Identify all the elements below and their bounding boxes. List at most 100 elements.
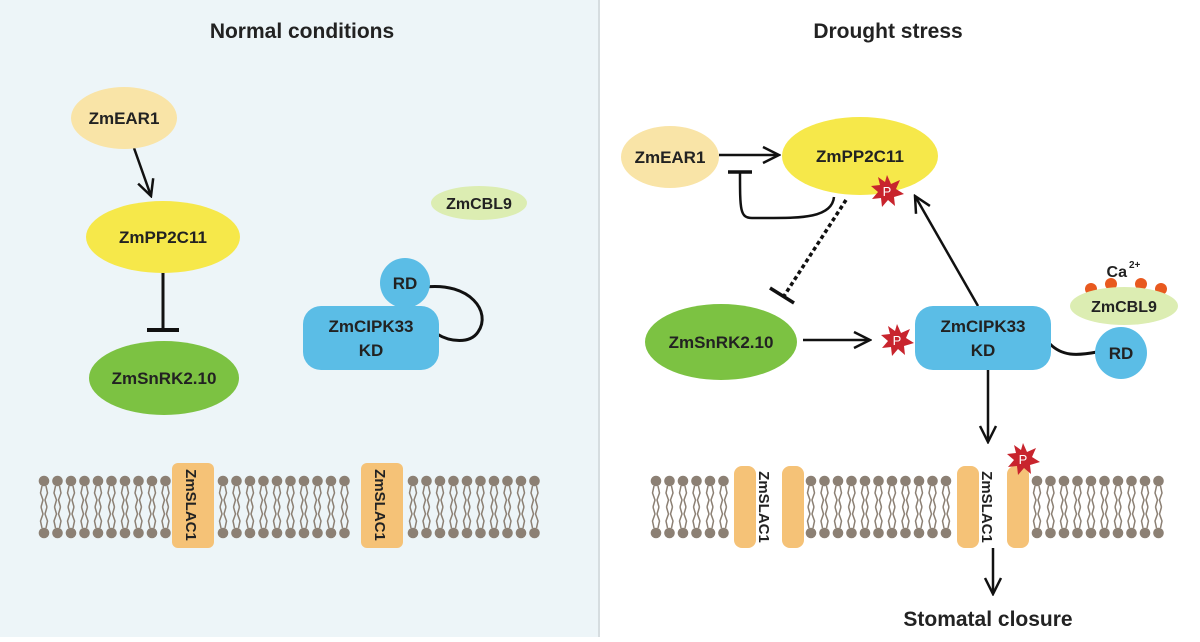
- resting-slac1-right-half: [782, 466, 804, 548]
- right-zmcbl9-shape: [1070, 287, 1178, 325]
- left-cipk-kd-label: KD: [359, 341, 384, 360]
- calcium-charge-label: 2+: [1129, 260, 1141, 271]
- left-zmcbl9-node: ZmCBL9: [431, 186, 527, 220]
- cipk-phospho-label: P: [893, 333, 902, 348]
- slac1-phospho-label: P: [1019, 452, 1028, 467]
- left-cipk-name-label: ZmCIPK33: [328, 317, 413, 336]
- right-zmpp2c11-node: ZmPP2C11 P: [782, 117, 938, 207]
- lipid-molecule: [649, 474, 663, 540]
- calcium-ion: [1105, 278, 1117, 290]
- calcium-ion: [1135, 278, 1147, 290]
- right-zmpp2c11-shape: [782, 117, 938, 195]
- right-zmsnrk-node: ZmSnRK2.10: [645, 304, 797, 380]
- left-cipk-rd-label: RD: [393, 274, 418, 293]
- lipid-molecule: [1152, 474, 1165, 540]
- right-cipk-name-label: ZmCIPK33: [940, 317, 1025, 336]
- right-slac1-channel-resting: ZmSLAC1: [734, 466, 804, 548]
- right-zmpp2c11-label: ZmPP2C11: [816, 147, 904, 166]
- left-panel: Normal conditions ZmEAR1 ZmPP2C11 ZmSnRK…: [0, 0, 598, 637]
- pp2c11-phospho-mark: P: [871, 175, 904, 207]
- lipid-molecule: [939, 474, 953, 540]
- lipid-molecule: [1044, 474, 1057, 540]
- lipid-molecule: [690, 474, 703, 540]
- left-slac1-channel-a: [172, 463, 214, 548]
- left-zmsnrk-node: ZmSnRK2.10: [89, 341, 239, 415]
- right-panel: Drought stress ZmEAR1 ZmPP2C11 P ZmSnR: [621, 20, 1178, 631]
- cipk-to-pp2c11-arrow: [915, 196, 980, 307]
- left-zmpp2c11-shape: [86, 201, 240, 273]
- right-zmear1-label: ZmEAR1: [635, 148, 706, 167]
- left-zmsnrk-shape: [89, 341, 239, 415]
- lipid-molecule: [1057, 474, 1071, 540]
- pp2c11-phospho-label: P: [883, 184, 892, 199]
- right-cipk-kd-label: KD: [971, 341, 996, 360]
- left-activation-arrow: [132, 147, 151, 196]
- lipid-molecule: [1098, 474, 1111, 540]
- right-panel-title: Drought stress: [813, 20, 962, 43]
- right-slac1-channel-active: ZmSLAC1 P: [957, 443, 1040, 548]
- right-membrane-lipids: [649, 474, 1165, 540]
- pp2c11-snrk-dashed-inhibition: [782, 199, 848, 297]
- calcium-label: Ca: [1107, 264, 1128, 281]
- lipid-molecule: [926, 474, 939, 540]
- left-zmsnrk-label: ZmSnRK2.10: [112, 369, 217, 388]
- left-zmcbl9-label: ZmCBL9: [446, 196, 512, 213]
- lipid-molecule: [1084, 474, 1098, 540]
- left-zmear1-shape: [71, 87, 177, 149]
- left-cipk-linker: [424, 284, 484, 342]
- stomatal-closure-label: Stomatal closure: [903, 608, 1072, 631]
- left-cipk-kd-domain: [303, 306, 439, 370]
- left-panel-title: Normal conditions: [210, 20, 394, 43]
- right-cipk-kd-domain: [915, 306, 1051, 370]
- active-slac1-right-half: [1007, 466, 1029, 548]
- lipid-molecule: [845, 474, 858, 540]
- lipid-molecule: [1071, 474, 1084, 540]
- right-zmcbl9-node: Ca 2+ ZmCBL9: [1070, 260, 1178, 325]
- right-zmear1-node: ZmEAR1: [621, 126, 719, 188]
- right-zmcipk33-node: RD ZmCIPK33 KD: [915, 306, 1147, 379]
- lipid-molecule: [703, 474, 717, 540]
- lipid-molecule: [717, 474, 730, 540]
- lipid-molecule: [912, 474, 926, 540]
- right-zmear1-shape: [621, 126, 719, 188]
- lipid-molecule: [1138, 474, 1152, 540]
- left-zmpp2c11-label: ZmPP2C11: [119, 228, 207, 247]
- left-zmcbl9-shape: [431, 186, 527, 220]
- right-cipk-rd-label: RD: [1109, 344, 1134, 363]
- right-cipk-rd-domain: [1095, 327, 1147, 379]
- lipid-molecule: [818, 474, 831, 540]
- right-slac1-label-b: ZmSLAC1: [978, 471, 995, 543]
- left-zmcipk33-node: RD ZmCIPK33 KD: [303, 258, 484, 370]
- right-zmsnrk-shape: [645, 304, 797, 380]
- cipk-phospho-mark: P: [881, 324, 914, 356]
- right-slac1-label-a: ZmSLAC1: [755, 471, 772, 543]
- lipid-molecule: [1125, 474, 1138, 540]
- left-zmear1-node: ZmEAR1: [71, 87, 177, 149]
- resting-slac1-left-half: [734, 466, 756, 548]
- lipid-molecule: [663, 474, 676, 540]
- slac1-phospho-mark: P: [1007, 443, 1040, 475]
- left-zmpp2c11-node: ZmPP2C11: [86, 201, 240, 273]
- left-zmear1-label: ZmEAR1: [89, 109, 160, 128]
- active-slac1-left-half: [957, 466, 979, 548]
- right-cipk-linker: [1048, 342, 1098, 356]
- lipid-molecule: [831, 474, 845, 540]
- lipid-molecule: [872, 474, 885, 540]
- pp2c11-feedback-line: [738, 171, 836, 220]
- lipid-molecule: [899, 474, 912, 540]
- left-slac1-channel: ZmSLAC1 ZmSLAC1: [172, 463, 403, 548]
- dashed-inhibition-bar: [769, 286, 795, 305]
- lipid-molecule: [1111, 474, 1125, 540]
- left-slac1-label-b: ZmSLAC1: [371, 469, 388, 541]
- left-slac1-label-a: ZmSLAC1: [182, 469, 199, 541]
- lipid-molecule: [676, 474, 690, 540]
- lipid-molecule: [1030, 474, 1044, 540]
- right-zmcbl9-label: ZmCBL9: [1091, 299, 1157, 316]
- left-cipk-rd-domain: [380, 258, 430, 308]
- lipid-molecule: [885, 474, 899, 540]
- lipid-molecule: [858, 474, 872, 540]
- right-zmsnrk-label: ZmSnRK2.10: [669, 333, 774, 352]
- left-slac1-channel-b: [361, 463, 403, 548]
